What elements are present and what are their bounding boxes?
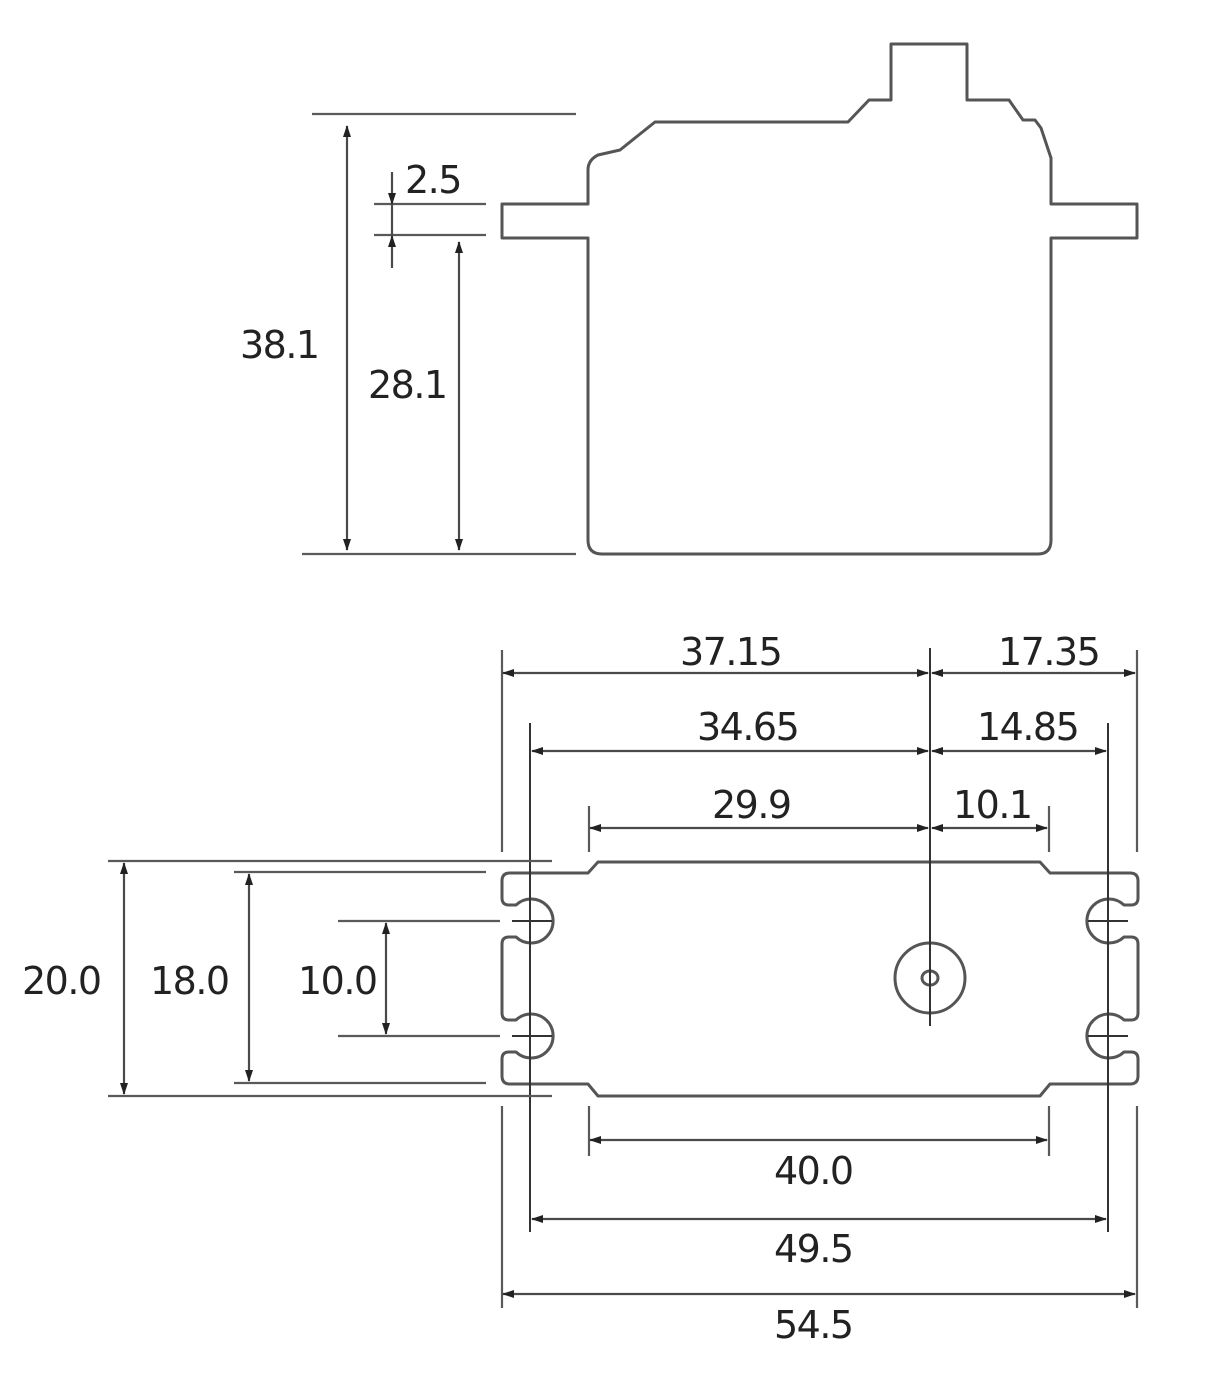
top-view: 37.15 17.35 34.65 14.85 29.9 10.1 20.0 1… <box>22 630 1140 1347</box>
dim-label-hole-spacing: 10.0 <box>298 959 377 1003</box>
dim-label-total-height: 38.1 <box>240 323 319 367</box>
dim-label-total-width: 20.0 <box>22 959 101 1003</box>
dim-label-body-length: 40.0 <box>774 1149 853 1193</box>
dim-label-hole-pitch: 49.5 <box>774 1227 853 1271</box>
dim-label-shaft-to-edge-outer: 17.35 <box>998 630 1099 674</box>
dim-label-flange-thickness: 2.5 <box>405 158 461 202</box>
mounting-holes <box>512 723 1128 1232</box>
servo-body-outline-top <box>500 860 1140 1098</box>
dim-label-to-shaft-hole: 34.65 <box>697 705 798 749</box>
dim-label-to-shaft-outer: 37.15 <box>680 630 781 674</box>
servo-body-outline-side <box>500 42 1139 556</box>
dim-label-to-shaft-body: 29.9 <box>712 783 791 827</box>
dim-label-below-flange: 28.1 <box>368 363 447 407</box>
dim-label-shaft-to-hole: 14.85 <box>977 705 1078 749</box>
dim-label-shaft-to-body: 10.1 <box>953 783 1032 827</box>
side-view: 38.1 28.1 2.5 <box>240 42 1139 556</box>
dim-label-total-length: 54.5 <box>774 1303 853 1347</box>
dim-label-body-width: 18.0 <box>150 959 229 1003</box>
